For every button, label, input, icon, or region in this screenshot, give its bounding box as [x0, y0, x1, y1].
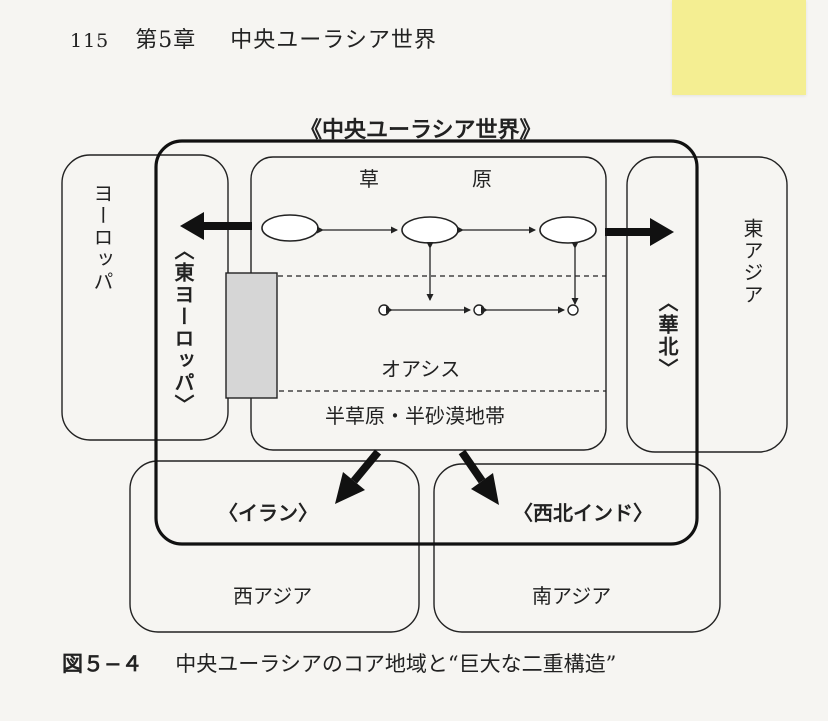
steppe-node-center	[401, 216, 459, 244]
running-header: 115 第5章 中央ユーラシア世界	[70, 22, 437, 54]
east-europe-label: 〈東ヨーロッパ〉	[171, 240, 195, 416]
west-asia-box	[129, 460, 420, 633]
south-asia-label: 南アジア	[532, 584, 612, 608]
oasis-node-west	[378, 304, 390, 316]
europe-box	[61, 154, 229, 441]
north-china-label: 〈華北〉	[655, 292, 679, 380]
steppe-node-east	[539, 216, 597, 244]
chapter-title: 中央ユーラシア世界	[230, 28, 437, 53]
nw-india-label: 〈西北インド〉	[513, 501, 653, 525]
steppe-label-char-2: 原	[472, 167, 492, 191]
oasis-node-center	[473, 304, 485, 316]
figure-caption-text: 中央ユーラシアのコア地域と“巨大な二重構造”	[175, 652, 617, 676]
steppe-node-west	[261, 214, 319, 242]
iran-label: 〈イラン〉	[218, 501, 318, 525]
figure-caption: 図５−４ 中央ユーラシアのコア地域と“巨大な二重構造”	[62, 648, 616, 678]
central-eurasia-box	[154, 139, 699, 546]
sticky-note	[672, 0, 806, 95]
page-number: 115	[70, 30, 110, 52]
semi-steppe-label: 半草原・半砂漠地帯	[325, 404, 505, 428]
arrow-to-east-asia	[605, 218, 674, 246]
east-europe-shaded-block	[225, 272, 278, 399]
oasis-node-east	[567, 304, 579, 316]
figure-number: 図５−４	[62, 651, 143, 676]
steppe-label-char-1: 草	[359, 167, 379, 191]
europe-label: ヨーロッパ	[90, 183, 114, 293]
oasis-label: オアシス	[381, 357, 461, 381]
west-asia-label: 西アジア	[233, 584, 313, 608]
arrow-to-nw-india	[458, 449, 499, 505]
chapter-number: 第5章	[135, 28, 197, 53]
south-asia-box	[433, 463, 721, 633]
diagram-title: 《中央ユーラシア世界》	[300, 118, 542, 143]
east-asia-box	[626, 156, 788, 453]
east-asia-label: 東アジア	[740, 218, 764, 306]
arrow-to-europe	[180, 212, 252, 240]
arrow-to-iran	[335, 449, 382, 504]
